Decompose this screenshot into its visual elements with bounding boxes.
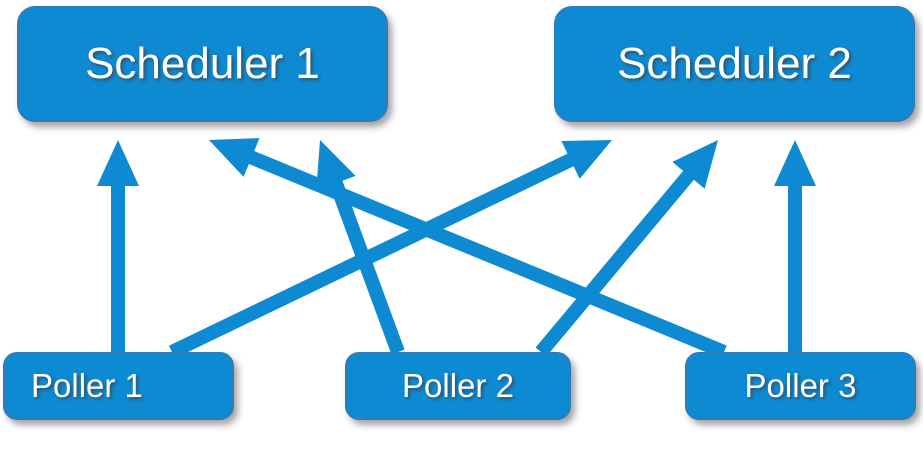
node-scheduler-1-label: Scheduler 1: [85, 39, 320, 88]
node-scheduler-2[interactable]: Scheduler 2: [554, 6, 915, 122]
node-poller-1[interactable]: Poller 1: [3, 352, 234, 420]
arrow-poller-1-to-scheduler-1: [97, 140, 139, 352]
node-poller-2[interactable]: Poller 2: [345, 352, 571, 420]
arrow-poller-2-to-scheduler-2: [535, 140, 718, 357]
node-poller-3[interactable]: Poller 3: [685, 352, 916, 420]
arrow-poller-3-to-scheduler-1: [209, 138, 727, 359]
node-poller-3-label: Poller 3: [744, 367, 857, 404]
arrow-poller-1-to-scheduler-2: [168, 140, 612, 359]
arrow-poller-3-to-scheduler-2: [774, 140, 816, 352]
node-scheduler-1[interactable]: Scheduler 1: [17, 6, 388, 122]
node-poller-2-label: Poller 2: [402, 367, 514, 404]
node-scheduler-2-label: Scheduler 2: [617, 39, 852, 88]
node-poller-1-label: Poller 1: [31, 367, 143, 404]
